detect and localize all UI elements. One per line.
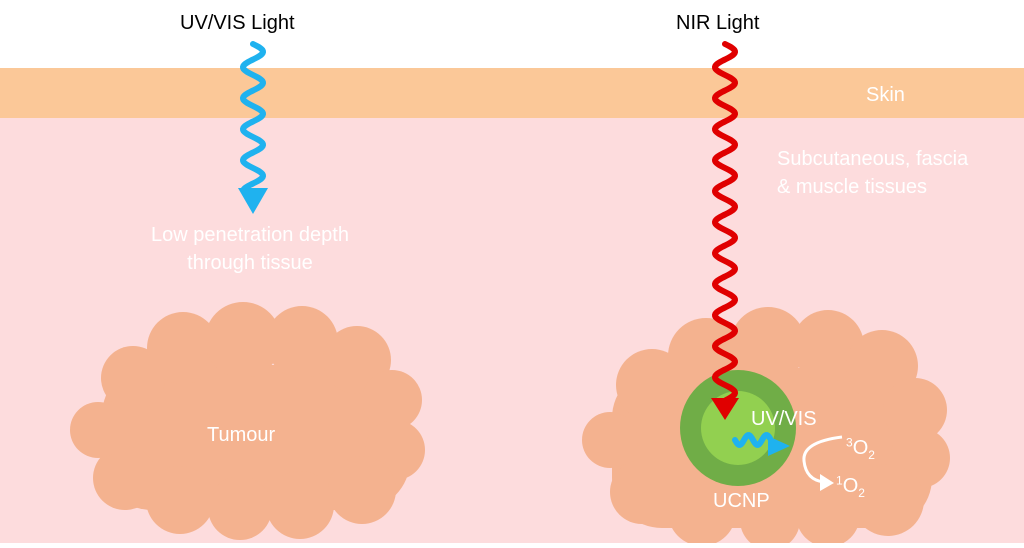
singlet-oxygen-label: 1O2 <box>836 473 865 500</box>
triplet-oxygen-sub: 2 <box>868 448 875 462</box>
singlet-oxygen-sup: 1 <box>836 473 843 488</box>
low-penetration-line-1: Low penetration depth <box>151 224 349 246</box>
singlet-oxygen-base: O <box>842 475 859 497</box>
triplet-oxygen-label: 3O2 <box>846 435 875 462</box>
singlet-oxygen-sub: 2 <box>858 486 865 500</box>
uv-vis-emission-label: UV/VIS <box>751 408 817 430</box>
uv-vis-wave-icon <box>239 41 267 193</box>
triplet-oxygen-sup: 3 <box>846 435 853 450</box>
skin-layer <box>0 68 1024 118</box>
ucnp-label: UCNP <box>713 490 770 512</box>
nir-light-label: NIR Light <box>676 12 760 34</box>
nir-wave-icon <box>711 41 739 403</box>
subcutaneous-line-2: & muscle tissues <box>777 176 928 198</box>
uv-vis-light-label: UV/VIS Light <box>180 12 295 34</box>
triplet-oxygen-base: O <box>852 437 869 459</box>
oxygen-arrowhead-icon <box>820 474 834 491</box>
subcutaneous-line-1: Subcutaneous, fascia <box>777 148 969 170</box>
emission-wave-icon <box>732 432 773 448</box>
tumour-label: Tumour <box>207 424 276 446</box>
uv-vis-arrowhead-icon <box>238 188 268 214</box>
tumour-left <box>70 302 425 540</box>
low-penetration-label: Low penetration depth through tissue <box>128 221 372 277</box>
oxygen-conversion-arrow-icon <box>802 435 843 484</box>
emission-arrowhead-icon <box>768 436 790 456</box>
subcutaneous-label: Subcutaneous, fascia & muscle tissues <box>777 145 968 201</box>
skin-label: Skin <box>866 84 905 106</box>
low-penetration-line-2: through tissue <box>187 252 313 274</box>
nir-arrowhead-icon <box>711 398 739 420</box>
